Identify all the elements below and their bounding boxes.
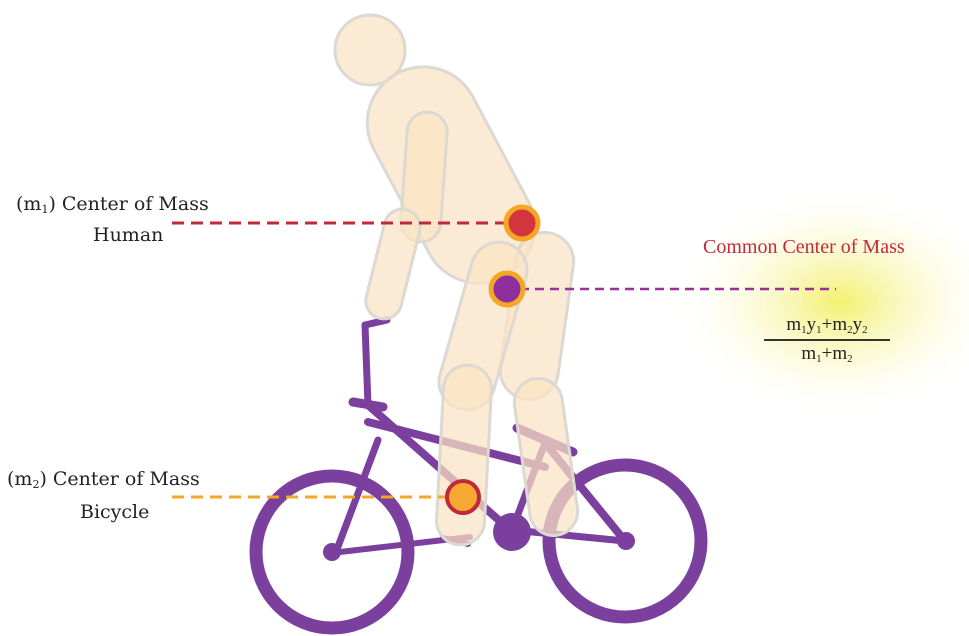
den-plus: +	[822, 343, 833, 364]
human-figure	[335, 15, 581, 546]
bike-seat	[365, 320, 387, 325]
bicycle-center-of-mass-marker	[447, 481, 479, 513]
bicycle-label-suffix: ) Center of Mass	[39, 468, 199, 490]
formula-glow	[670, 184, 969, 420]
formula-numerator: m1y1+m2y2	[762, 314, 892, 339]
human-label-line2: Human	[93, 224, 163, 246]
num-plus: +	[822, 314, 833, 335]
bicycle-mass-label: (m2) Center of Mass	[7, 468, 200, 496]
human-shin-front	[435, 364, 492, 546]
den-m2-sub: 2	[847, 353, 853, 365]
common-center-of-mass-title: Common Center of Mass	[703, 236, 905, 259]
bike-seat-post	[365, 325, 368, 405]
num-y2: y	[853, 314, 863, 335]
bicycle-label-prefix: (m	[7, 468, 32, 490]
human-label-prefix: (m	[16, 193, 41, 215]
num-y2-sub: 2	[862, 324, 868, 336]
bike-saddle-bar	[353, 402, 383, 407]
num-m2: m	[832, 314, 847, 335]
human-label-suffix: ) Center of Mass	[48, 193, 208, 215]
common-center-of-mass-marker	[491, 273, 523, 305]
bicycle-label-line2: Bicycle	[80, 501, 149, 523]
center-of-mass-formula: m1y1+m2y2 m1+m2	[762, 314, 892, 365]
den-m1: m	[801, 343, 816, 364]
human-center-of-mass-marker	[506, 207, 538, 239]
formula-denominator: m1+m2	[762, 341, 892, 365]
rear-hub	[323, 543, 341, 561]
bottom-bracket	[493, 513, 531, 551]
human-mass-label: (m1) Center of Mass	[16, 193, 209, 221]
front-hub	[617, 532, 635, 550]
num-y1: y	[807, 314, 817, 335]
num-m1: m	[786, 314, 801, 335]
den-m2: m	[832, 343, 847, 364]
